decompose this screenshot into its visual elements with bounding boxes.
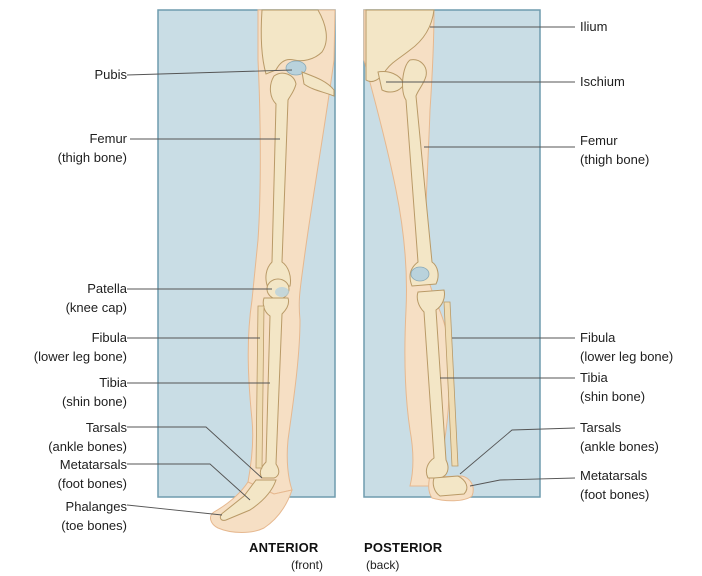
label-fibula-posterior-name: Fibula [580, 328, 673, 347]
label-phalanges: Phalanges (toe bones) [61, 497, 127, 535]
label-patella-name: Patella [66, 279, 127, 298]
label-ischium: Ischium [580, 72, 625, 91]
label-tarsals-posterior: Tarsals (ankle bones) [580, 418, 659, 456]
posterior-knee-cartilage [411, 267, 429, 281]
label-metatarsals-posterior: Metatarsals (foot bones) [580, 466, 649, 504]
label-fibula-anterior-desc: (lower leg bone) [34, 347, 127, 366]
label-femur-anterior: Femur (thigh bone) [58, 129, 127, 167]
label-fibula-anterior-name: Fibula [34, 328, 127, 347]
posterior-view-title: POSTERIOR [364, 540, 442, 555]
posterior-foot-bones [433, 476, 467, 496]
label-fibula-posterior: Fibula (lower leg bone) [580, 328, 673, 366]
label-femur-posterior: Femur (thigh bone) [580, 131, 649, 169]
label-ilium: Ilium [580, 17, 607, 36]
label-tibia-posterior-name: Tibia [580, 368, 645, 387]
knee-cartilage [275, 287, 289, 297]
label-phalanges-desc: (toe bones) [61, 516, 127, 535]
leader-phalanges [127, 505, 222, 515]
label-tarsals-posterior-name: Tarsals [580, 418, 659, 437]
label-fibula-anterior: Fibula (lower leg bone) [34, 328, 127, 366]
label-ilium-name: Ilium [580, 17, 607, 36]
label-tarsals-anterior: Tarsals (ankle bones) [48, 418, 127, 456]
label-tarsals-posterior-desc: (ankle bones) [580, 437, 659, 456]
label-tibia-anterior-desc: (shin bone) [62, 392, 127, 411]
label-femur-posterior-desc: (thigh bone) [580, 150, 649, 169]
label-tibia-anterior-name: Tibia [62, 373, 127, 392]
posterior-view-subtitle: (back) [366, 558, 399, 572]
label-pubis: Pubis [94, 65, 127, 84]
anterior-view-subtitle: (front) [291, 558, 323, 572]
label-femur-posterior-name: Femur [580, 131, 649, 150]
label-tibia-posterior-desc: (shin bone) [580, 387, 645, 406]
label-metatarsals-anterior-name: Metatarsals [58, 455, 127, 474]
label-pubis-name: Pubis [94, 65, 127, 84]
label-metatarsals-posterior-name: Metatarsals [580, 466, 649, 485]
label-fibula-posterior-desc: (lower leg bone) [580, 347, 673, 366]
label-metatarsals-anterior: Metatarsals (foot bones) [58, 455, 127, 493]
label-phalanges-name: Phalanges [61, 497, 127, 516]
label-metatarsals-posterior-desc: (foot bones) [580, 485, 649, 504]
label-ischium-name: Ischium [580, 72, 625, 91]
label-tarsals-anterior-desc: (ankle bones) [48, 437, 127, 456]
label-metatarsals-anterior-desc: (foot bones) [58, 474, 127, 493]
label-tibia-posterior: Tibia (shin bone) [580, 368, 645, 406]
label-tarsals-anterior-name: Tarsals [48, 418, 127, 437]
label-patella-desc: (knee cap) [66, 298, 127, 317]
anterior-view-title: ANTERIOR [249, 540, 319, 555]
label-patella: Patella (knee cap) [66, 279, 127, 317]
label-tibia-anterior: Tibia (shin bone) [62, 373, 127, 411]
label-femur-anterior-name: Femur [58, 129, 127, 148]
label-femur-anterior-desc: (thigh bone) [58, 148, 127, 167]
